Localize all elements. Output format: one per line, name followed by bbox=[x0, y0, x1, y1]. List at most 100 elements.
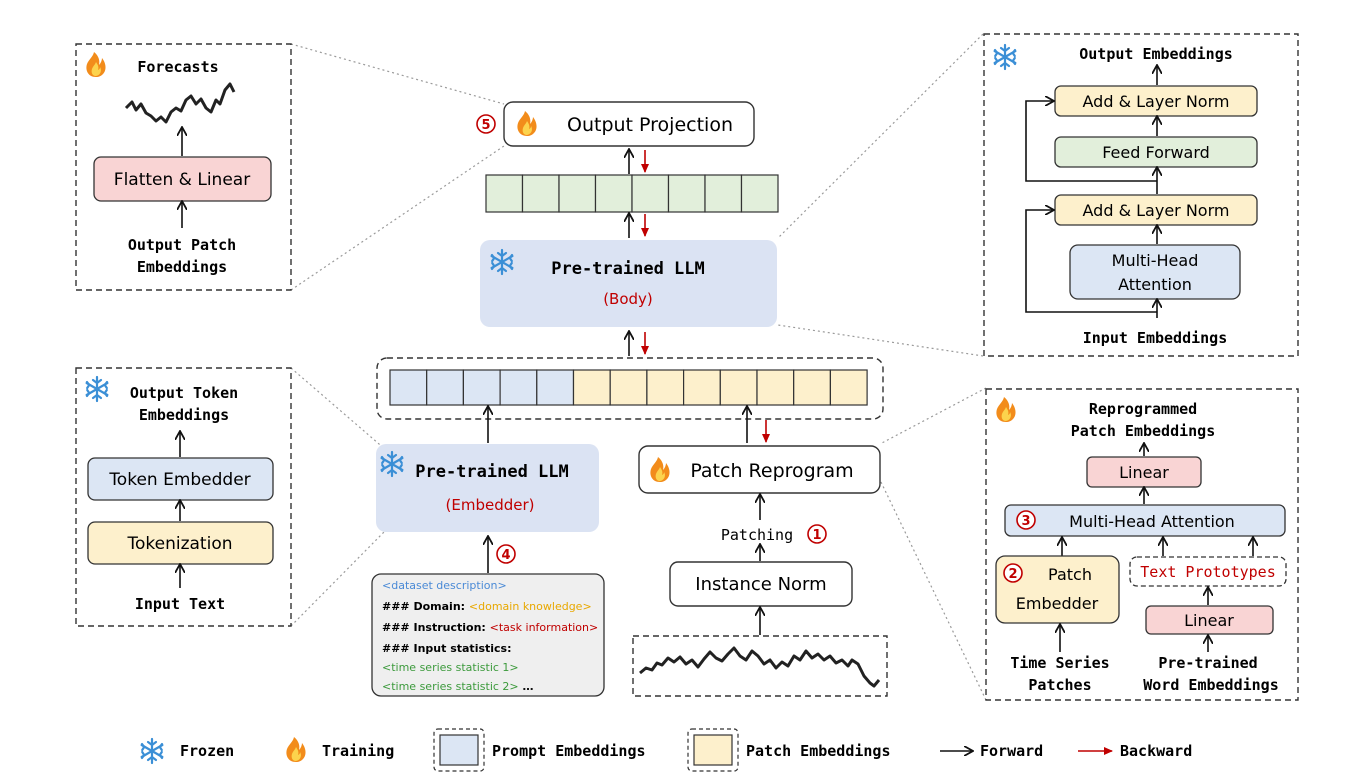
output-embedding-cell bbox=[521, 174, 560, 213]
embedding-cell bbox=[499, 369, 538, 406]
output-patch-label-line2: Embeddings bbox=[137, 258, 227, 276]
patch-embedder-label-line1: Patch bbox=[1048, 565, 1092, 584]
snowflake-icon bbox=[140, 737, 164, 765]
legend-frozen-label: Frozen bbox=[180, 742, 234, 760]
llm-embedder-box bbox=[376, 444, 599, 532]
time-series-input-frame bbox=[632, 635, 888, 697]
patch-reprogram-label: Patch Reprogram bbox=[690, 460, 853, 482]
output-embedding-cell bbox=[704, 174, 743, 213]
linear-top-label: Linear bbox=[1119, 463, 1169, 482]
add-layer-norm-bottom-label: Add & Layer Norm bbox=[1083, 201, 1230, 220]
reprogrammed-label-line1: Reprogrammed bbox=[1089, 400, 1197, 418]
forecast-series-line bbox=[124, 82, 236, 124]
reprogram-panel: Reprogrammed Patch Embeddings Linear 3 M… bbox=[985, 388, 1299, 701]
multi-head-attention-line2: Attention bbox=[1118, 275, 1192, 294]
legend-training-label: Training bbox=[322, 742, 394, 760]
multi-head-attention-line1: Multi-Head bbox=[1112, 251, 1199, 270]
output-embedding-cell bbox=[631, 174, 670, 213]
step-1-number: 1 bbox=[812, 528, 821, 543]
input-time-series-line bbox=[639, 646, 881, 688]
legend-patch-frame bbox=[687, 728, 739, 772]
flatten-linear-label: Flatten & Linear bbox=[114, 170, 250, 190]
embedding-cell bbox=[426, 369, 465, 406]
reprogram-mha-label: Multi-Head Attention bbox=[1069, 512, 1235, 531]
step-2-number: 2 bbox=[1008, 567, 1017, 582]
output-embeddings-label: Output Embeddings bbox=[1079, 45, 1233, 63]
step-4-number: 4 bbox=[501, 548, 510, 563]
prompt-line-stat2: <time series statistic 2> … bbox=[382, 680, 534, 693]
forecast-panel: Forecasts Flatten & Linear Output Patch … bbox=[75, 43, 292, 291]
word-embeddings-line2: Word Embeddings bbox=[1143, 676, 1278, 694]
prompt-line-statistics: ### Input statistics: bbox=[382, 642, 512, 655]
embedding-cell bbox=[536, 369, 575, 406]
embedding-cell bbox=[793, 369, 832, 406]
embedding-cell bbox=[829, 369, 868, 406]
linear-bottom-label: Linear bbox=[1184, 611, 1234, 630]
legend-patch-label: Patch Embeddings bbox=[746, 742, 891, 760]
llm-body-subtitle: (Body) bbox=[603, 290, 653, 308]
output-projection-box bbox=[503, 101, 755, 147]
input-text-label: Input Text bbox=[135, 595, 225, 613]
step-4-marker bbox=[496, 544, 516, 564]
prompt-line-instruction: ### Instruction: <task information> bbox=[382, 621, 598, 634]
reprogrammed-label-line2: Patch Embeddings bbox=[1071, 422, 1216, 440]
output-embedding-cell bbox=[558, 174, 597, 213]
step-5-number: 5 bbox=[481, 118, 490, 133]
reprogram-mha-box bbox=[1004, 504, 1286, 537]
step-1-marker bbox=[807, 524, 827, 544]
time-series-patches-line2: Patches bbox=[1028, 676, 1091, 694]
step-2-marker bbox=[1003, 563, 1023, 583]
word-embeddings-line1: Pre-trained bbox=[1158, 654, 1257, 672]
output-embedding-cell bbox=[667, 174, 706, 213]
add-layer-norm-top-label: Add & Layer Norm bbox=[1083, 92, 1230, 111]
text-prototypes-label: Text Prototypes bbox=[1140, 563, 1275, 581]
patching-label: Patching bbox=[721, 526, 793, 544]
zoom-connectors bbox=[290, 33, 987, 701]
llm-body: Pre-trained LLM (Body) bbox=[480, 240, 777, 327]
patch-reprogram: Patch Reprogram bbox=[638, 445, 881, 494]
llm-embedder-title: Pre-trained LLM bbox=[415, 462, 569, 482]
patch-embedder-label-line2: Embedder bbox=[1016, 594, 1099, 613]
token-embedder-label: Token Embedder bbox=[108, 470, 250, 490]
embedding-cell bbox=[682, 369, 721, 406]
instance-norm: Instance Norm bbox=[669, 561, 853, 607]
legend-patch-swatch bbox=[693, 734, 733, 766]
output-embedding-cell bbox=[740, 174, 779, 213]
output-token-label-line1: Output Token bbox=[130, 384, 238, 402]
time-series-patches-line1: Time Series bbox=[1010, 654, 1109, 672]
output-embedding-cell bbox=[594, 174, 633, 213]
llm-embedder: Pre-trained LLM (Embedder) bbox=[376, 444, 599, 532]
legend-prompt-label: Prompt Embeddings bbox=[492, 742, 646, 760]
prompt-line-dataset: <dataset description> bbox=[382, 579, 507, 592]
llm-body-box bbox=[480, 240, 777, 327]
llm-embedder-subtitle: (Embedder) bbox=[446, 496, 535, 514]
transformer-panel: Output Embeddings Add & Layer Norm Feed … bbox=[983, 33, 1299, 357]
step-3-number: 3 bbox=[1021, 514, 1030, 529]
step-3-marker bbox=[1016, 510, 1036, 530]
step-5-marker bbox=[476, 114, 496, 134]
prompt-line-domain: ### Domain: <domain knowledge> bbox=[382, 600, 592, 613]
embedding-cell bbox=[609, 369, 648, 406]
legend-forward-label: Forward bbox=[980, 742, 1043, 760]
output-patch-embeddings-strip bbox=[485, 174, 779, 213]
legend-prompt-swatch bbox=[439, 734, 479, 766]
flame-icon bbox=[286, 737, 306, 762]
prompt-box: <dataset description> ### Domain: <domai… bbox=[371, 573, 605, 697]
combined-embeddings-frame bbox=[376, 357, 884, 420]
combined-embeddings-strip bbox=[389, 369, 868, 406]
embedding-cell bbox=[389, 369, 428, 406]
instance-norm-label: Instance Norm bbox=[695, 574, 826, 595]
embedding-cell bbox=[646, 369, 685, 406]
embedder-panel: Output Token Embeddings Token Embedder T… bbox=[75, 367, 292, 627]
input-embeddings-label: Input Embeddings bbox=[1083, 329, 1228, 347]
prompt-line-stat1: <time series statistic 1> bbox=[382, 661, 519, 674]
embedding-cell bbox=[756, 369, 795, 406]
tokenization-label: Tokenization bbox=[127, 534, 233, 554]
llm-body-title: Pre-trained LLM bbox=[551, 259, 705, 279]
output-projection-label: Output Projection bbox=[567, 114, 733, 136]
legend: Frozen Training Prompt Embeddings Patch … bbox=[140, 728, 1192, 772]
output-patch-label-line1: Output Patch bbox=[128, 236, 236, 254]
forecasts-label: Forecasts bbox=[137, 58, 218, 76]
embedding-cell bbox=[462, 369, 501, 406]
output-projection: 5 Output Projection bbox=[476, 101, 755, 147]
